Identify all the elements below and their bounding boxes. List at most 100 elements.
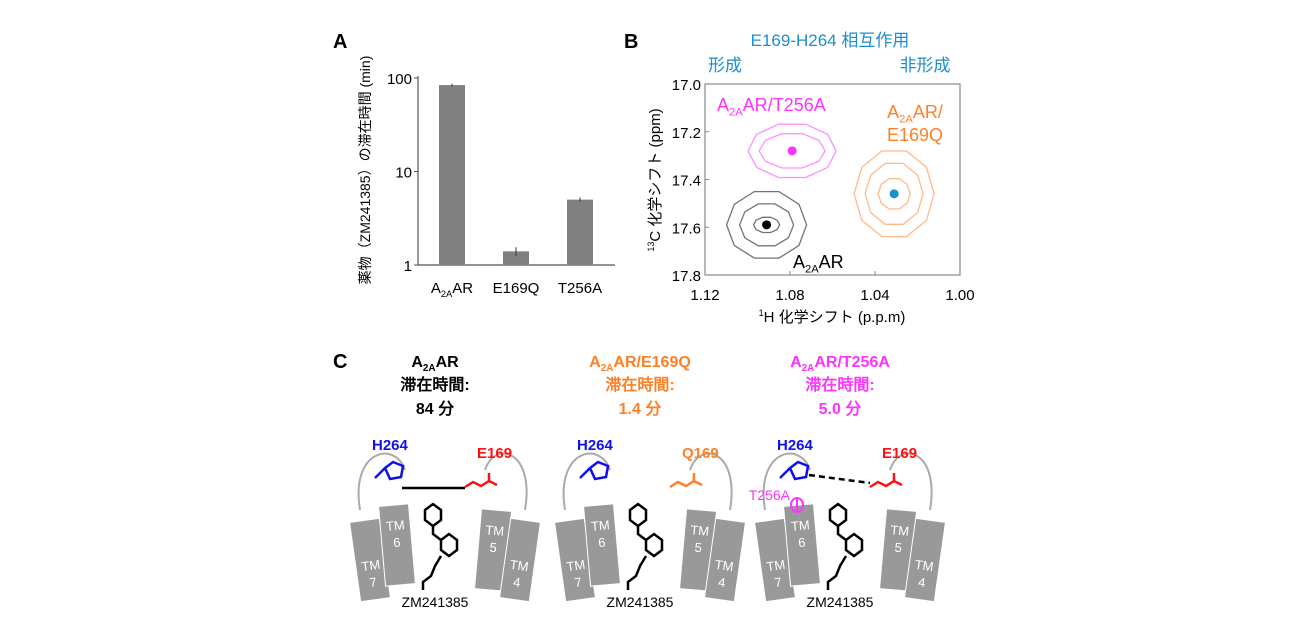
helix-label: 4 xyxy=(512,574,521,590)
panel-label-a: A xyxy=(333,31,347,53)
series-label-e169q-1: A2AAR/ xyxy=(887,102,943,126)
helix-label: TM xyxy=(890,522,910,539)
helix-label: TM xyxy=(714,557,735,574)
histidine-h264 xyxy=(579,460,610,481)
hbond-dashed xyxy=(808,473,871,485)
helix-label: 4 xyxy=(717,574,726,590)
helix-label: TM xyxy=(565,557,586,574)
residue-Q169 xyxy=(669,473,703,489)
helix-tm6: TM6 xyxy=(583,503,621,587)
loop-tm6-7 xyxy=(762,452,811,511)
x-tick-label: E169Q xyxy=(493,280,540,297)
residue-label-h264: H264 xyxy=(777,437,814,454)
x-tick-label: 1.08 xyxy=(775,287,804,304)
helix-body xyxy=(499,517,541,603)
panel-label-c: C xyxy=(333,351,347,373)
residence-time: 5.0 分 xyxy=(819,400,862,418)
helix-label: 5 xyxy=(894,540,903,556)
y-tick-label: 17.8 xyxy=(672,268,701,285)
ligand-label: ZM241385 xyxy=(807,594,874,610)
residue-label-h264: H264 xyxy=(372,437,409,454)
helix-label: TM xyxy=(485,522,505,539)
helix-label: TM xyxy=(765,557,786,574)
mutation-label: T256A xyxy=(749,487,791,503)
y-tick-label: 10 xyxy=(395,165,412,182)
contour xyxy=(853,150,935,238)
x-tick-label: A2AAR xyxy=(431,280,473,299)
helix-label: 7 xyxy=(369,574,378,590)
bar-A2AAR xyxy=(439,85,465,265)
contour xyxy=(758,133,826,169)
formed-label: 形成 xyxy=(708,56,742,75)
helix-body xyxy=(904,517,946,603)
peak-A2AAR xyxy=(762,220,772,230)
helix-tm6: TM6 xyxy=(378,503,416,587)
x-tick-label: T256A xyxy=(558,280,602,297)
helix-label: TM xyxy=(914,557,935,574)
y-axis-label-b: 13C 化学シフト (ppm) xyxy=(646,108,664,251)
helix-label: 7 xyxy=(774,574,783,590)
contour xyxy=(864,162,924,225)
helix-tm7: TM7 xyxy=(349,517,391,603)
y-tick-label: 1 xyxy=(404,258,412,275)
contour xyxy=(747,123,837,179)
helix-label: TM xyxy=(590,517,610,534)
group-title: A2AAR xyxy=(411,354,459,374)
y-tick-label: 17.6 xyxy=(672,220,701,237)
peak-A2AAR-T256A xyxy=(787,146,797,156)
loop-tm4-5 xyxy=(484,452,528,511)
interaction-header: E169-H264 相互作用 xyxy=(751,31,910,50)
helix-tm4: TM4 xyxy=(499,517,541,603)
residence-time: 1.4 分 xyxy=(619,400,662,418)
helix-label: 6 xyxy=(393,535,402,551)
bar-E169Q xyxy=(503,251,529,265)
y-tick-label: 17.0 xyxy=(672,77,701,94)
helix-tm4: TM4 xyxy=(704,517,746,603)
panel-label-b: B xyxy=(624,31,638,53)
residue-label-h264: H264 xyxy=(577,437,614,454)
helix-label: 5 xyxy=(489,540,498,556)
loop-tm4-5 xyxy=(689,452,733,511)
helix-tm6: TM6 xyxy=(783,503,821,587)
x-axis-label-b: 1H 化学シフト (p.p.m) xyxy=(759,308,906,326)
x-tick-label: 1.04 xyxy=(860,287,889,304)
group-title: A2AAR/T256A xyxy=(790,354,890,374)
ligand-label: ZM241385 xyxy=(607,594,674,610)
loop-tm6-7 xyxy=(357,452,406,511)
residue-label-other: E169 xyxy=(882,445,917,462)
y-tick-label: 17.4 xyxy=(672,173,701,190)
helix-tm7: TM7 xyxy=(554,517,596,603)
contour xyxy=(752,216,781,234)
residue-E169 xyxy=(869,473,903,489)
series-label-wt: A2AAR xyxy=(793,252,844,276)
mutation-site-t256a xyxy=(790,497,804,513)
series-label-t256a: A2AAR/T256A xyxy=(717,95,826,119)
histidine-h264 xyxy=(374,460,405,481)
helix-label: TM xyxy=(690,522,710,539)
helix-label: 6 xyxy=(798,535,807,551)
y-axis-label-a: 薬物（ZM241385）の滞在時間 (min) xyxy=(357,56,373,285)
loop-tm4-5 xyxy=(889,452,933,511)
x-tick-label: 1.12 xyxy=(690,287,719,304)
helix-label: TM xyxy=(360,557,381,574)
y-tick-label: 100 xyxy=(387,71,412,88)
ligand-zm241385 xyxy=(826,502,864,590)
histidine-h264 xyxy=(779,460,810,481)
residue-label-other: E169 xyxy=(477,445,512,462)
helix-label: 6 xyxy=(598,535,607,551)
ligand-zm241385 xyxy=(421,502,459,590)
y-tick-label: 17.2 xyxy=(672,125,701,142)
not-formed-label: 非形成 xyxy=(900,56,951,75)
peak-A2AAR-E169Q xyxy=(889,189,899,199)
helix-label: TM xyxy=(385,517,405,534)
helix-body xyxy=(783,503,821,587)
residence-time: 84 分 xyxy=(416,400,454,418)
helix-label: 4 xyxy=(917,574,926,590)
contour xyxy=(738,203,795,247)
helix-body xyxy=(378,503,416,587)
contour xyxy=(877,177,911,210)
